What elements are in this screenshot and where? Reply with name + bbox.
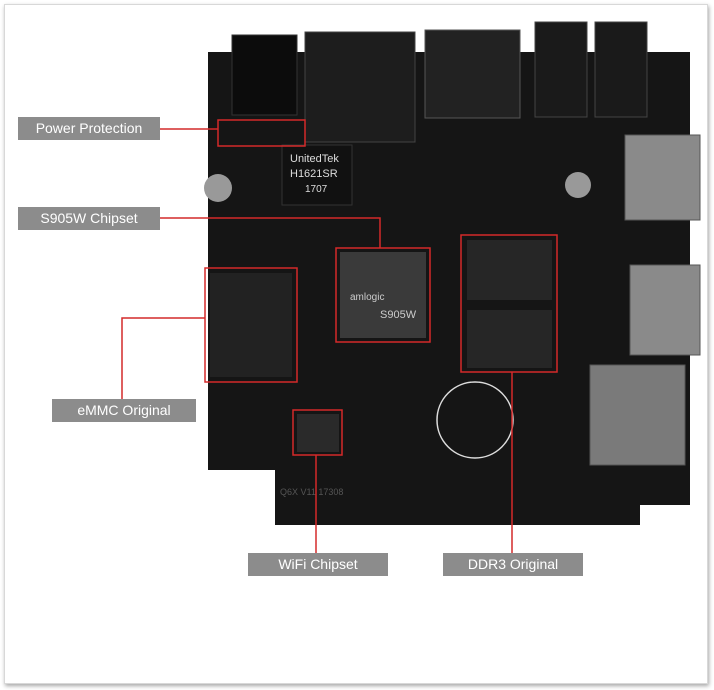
svg-text:amlogic: amlogic <box>350 292 384 303</box>
soc-highlight <box>335 247 431 343</box>
ethernet-port <box>304 31 416 143</box>
ddr-chip-1 <box>467 240 552 300</box>
power-highlight <box>217 119 306 147</box>
label-ddr3: DDR3 Original <box>443 553 583 576</box>
wifi-highlight <box>292 409 343 456</box>
power-jack <box>231 34 298 116</box>
soc-chip <box>340 252 426 338</box>
label-wifi-chipset: WiFi Chipset <box>248 553 388 576</box>
usb-port-1 <box>624 134 701 221</box>
av-jack-2 <box>594 21 648 118</box>
label-power-protection: Power Protection <box>18 117 160 140</box>
usb-port-2 <box>629 264 701 356</box>
svg-text:S905W: S905W <box>380 309 417 321</box>
transformer-text: UnitedTek <box>290 153 339 165</box>
transformer <box>281 144 353 206</box>
svg-text:H1621SR: H1621SR <box>290 168 338 180</box>
ddr-chip-2 <box>467 310 552 368</box>
ir-area <box>436 381 514 459</box>
av-jack-1 <box>534 21 588 118</box>
emmc-chip <box>210 273 292 377</box>
emmc-highlight <box>204 267 298 383</box>
capacitor <box>565 172 591 198</box>
hdmi-port <box>424 29 521 119</box>
ddr-highlight <box>460 234 558 373</box>
label-s905w-chipset: S905W Chipset <box>18 207 160 230</box>
sd-card-slot <box>589 364 686 466</box>
label-emmc: eMMC Original <box>52 399 196 422</box>
wifi-chip <box>297 414 339 452</box>
svg-text:Q6X V11 17308: Q6X V11 17308 <box>280 487 343 497</box>
svg-text:1707: 1707 <box>305 184 328 195</box>
capacitor <box>204 174 232 202</box>
